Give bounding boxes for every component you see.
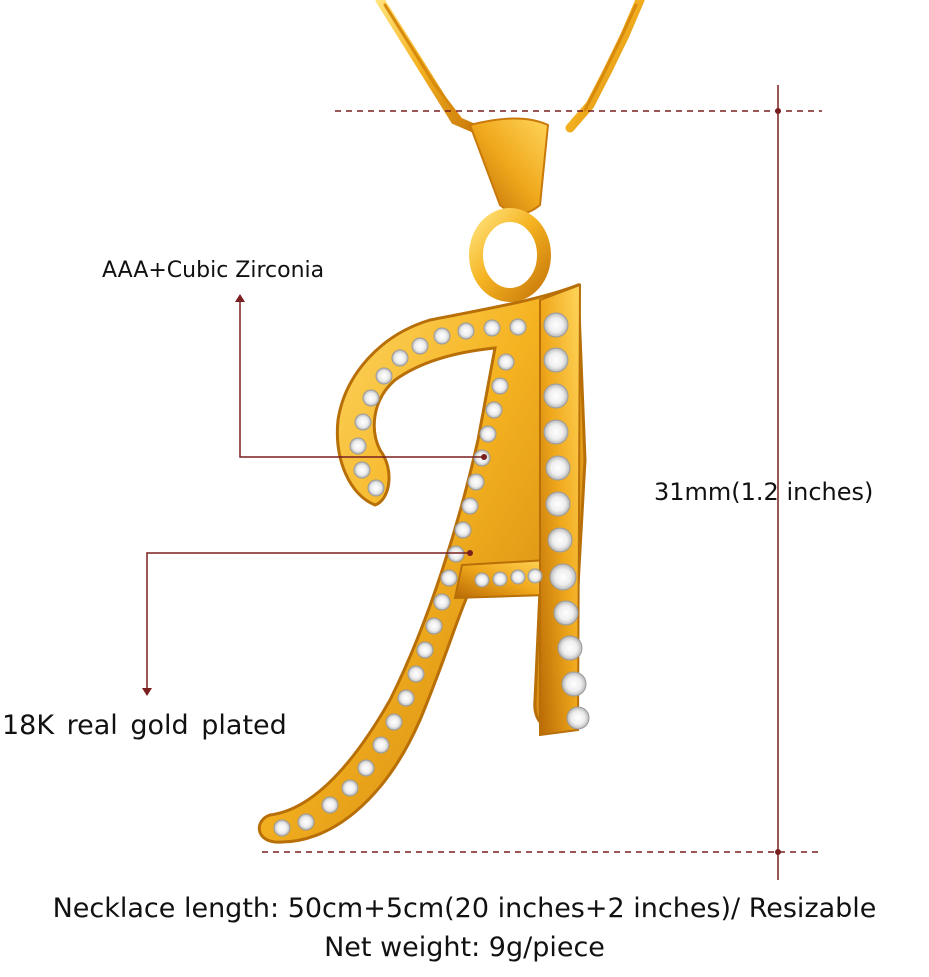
gems-left-stroke xyxy=(273,318,527,837)
chain xyxy=(375,0,645,135)
letter-a-pendant xyxy=(257,282,590,844)
bail xyxy=(468,117,551,302)
necklace-length-text: Necklace length: 50cm+5cm(20 inches+2 in… xyxy=(52,893,877,924)
gems-crossbar xyxy=(474,568,543,588)
height-dimension-label: 31mm(1.2 inches) xyxy=(654,478,874,506)
annotation-markers xyxy=(142,108,781,855)
net-weight-text: Net weight: 9g/piece xyxy=(324,932,605,963)
annotation-lines xyxy=(146,85,822,880)
gems-right-stem xyxy=(543,312,590,730)
gold-plated-label: 18K real gold plated xyxy=(2,710,287,741)
zirconia-label: AAA+Cubic Zirconia xyxy=(102,258,325,283)
